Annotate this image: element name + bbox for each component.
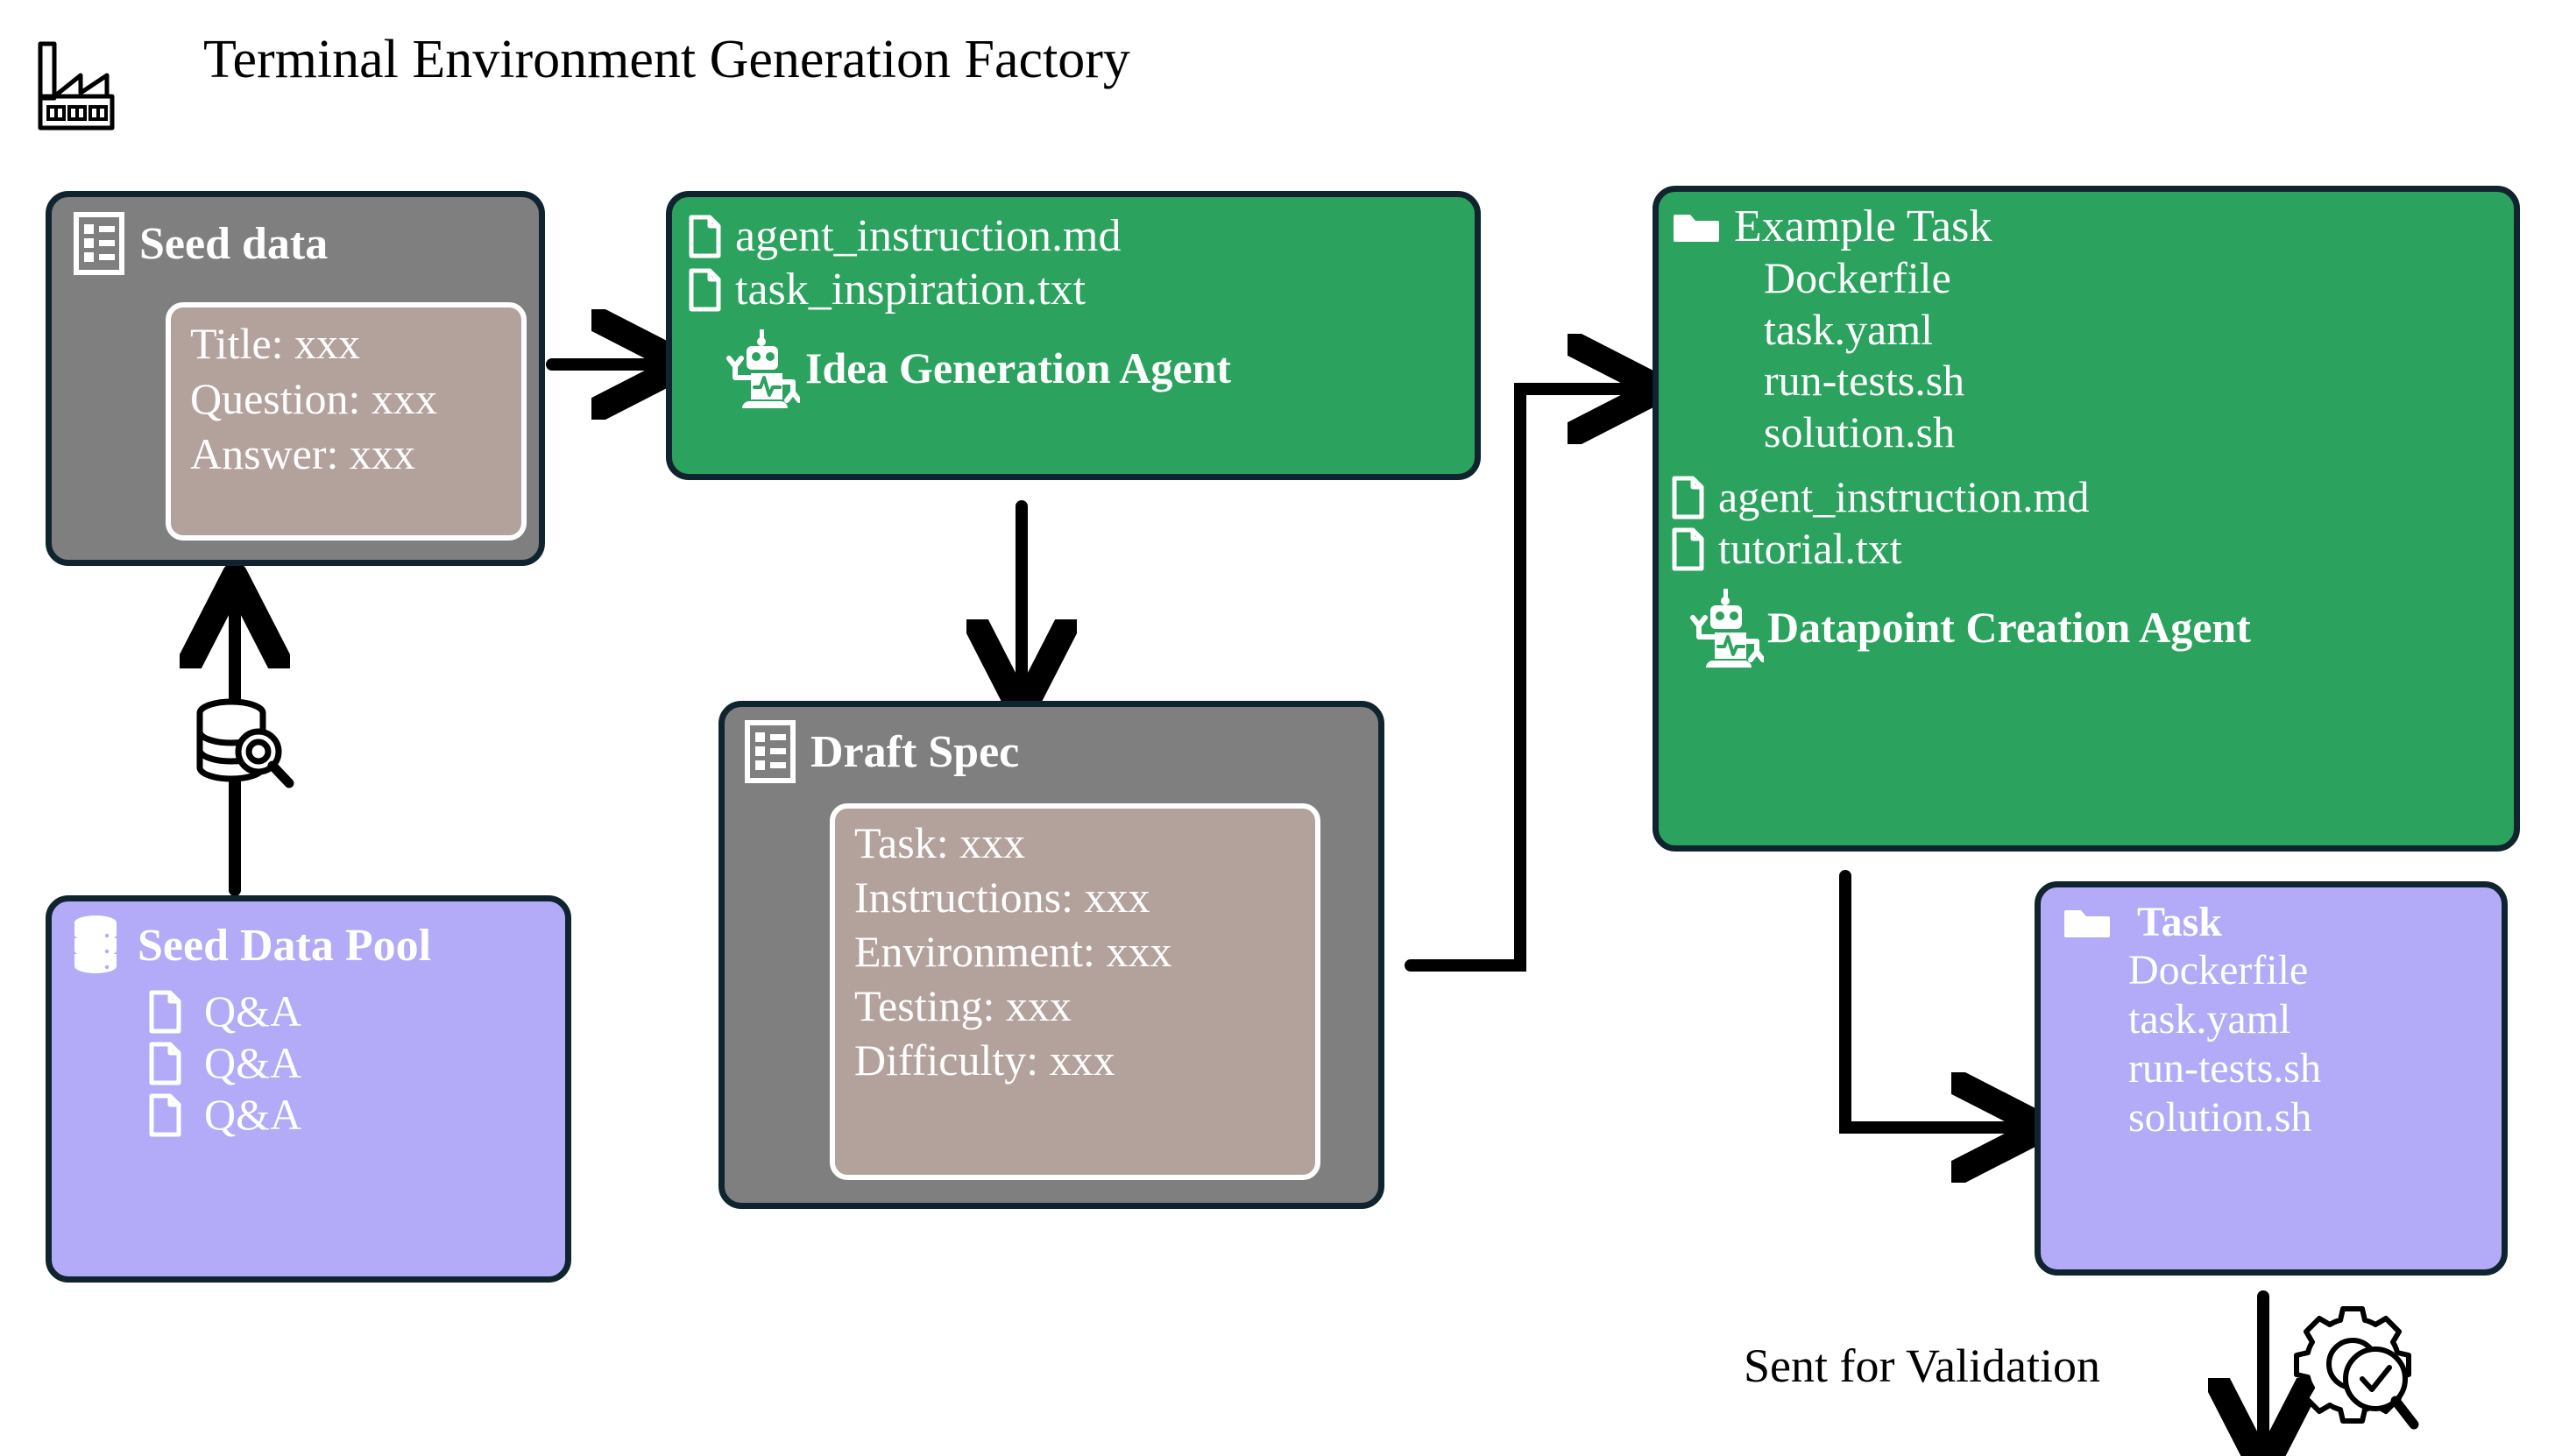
node-task[interactable]: Task Dockerfile task.yaml run-tests.sh s…	[2035, 881, 2508, 1276]
example-task-contents: Dockerfile task.yaml run-tests.sh soluti…	[1659, 252, 2514, 457]
file-icon	[148, 990, 181, 1034]
example-task-file: Dockerfile	[1764, 253, 1951, 302]
task-title: Task	[2137, 899, 2222, 945]
list-item-label: Q&A	[204, 1090, 302, 1139]
task-file: solution.sh	[2128, 1094, 2312, 1141]
file-icon	[148, 1042, 181, 1085]
list-item-label: Q&A	[204, 1038, 302, 1087]
idea-agent-label: Idea Generation Agent	[805, 343, 1232, 392]
draft-spec-title: Draft Spec	[810, 726, 1020, 777]
list-item: Q&A	[148, 1037, 565, 1089]
draft-spec-field: Testing: xxx	[854, 981, 1072, 1030]
example-task-file: run-tests.sh	[1764, 356, 1965, 405]
seed-data-field: Question: xxx	[190, 374, 437, 423]
task-file: Dockerfile	[2128, 947, 2309, 993]
database-icon	[71, 914, 120, 977]
datapoint-agent-label: Datapoint Creation Agent	[1767, 603, 2251, 652]
database-search-icon	[186, 689, 300, 802]
example-task-file: solution.sh	[1764, 406, 1956, 456]
folder-icon	[2063, 903, 2111, 942]
idea-agent-file-list: agent_instruction.md task_inspiration.tx…	[672, 197, 1475, 408]
node-seed-data-pool[interactable]: Seed Data Pool Q&A Q&	[46, 895, 571, 1283]
file-row: agent_instruction.md	[688, 209, 1475, 263]
task-contents: Dockerfile task.yaml run-tests.sh soluti…	[2041, 946, 2502, 1143]
robot-icon	[1688, 587, 1764, 668]
draft-spec-field: Environment: xxx	[854, 927, 1172, 976]
list-item: Q&A	[148, 1089, 565, 1141]
example-task-file-list: agent_instruction.md tutorial.txt	[1659, 457, 2514, 575]
file-label: tutorial.txt	[1718, 524, 1902, 573]
file-row: agent_instruction.md	[1671, 471, 2514, 523]
page-title: Terminal Environment Generation Factory	[203, 30, 1130, 89]
node-idea-generation-agent[interactable]: agent_instruction.md task_inspiration.tx…	[666, 191, 1481, 480]
list-item-label: Q&A	[204, 986, 302, 1035]
task-file: task.yaml	[2128, 996, 2291, 1043]
example-task-title: Example Task	[1734, 201, 1992, 251]
draft-spec-header: Draft Spec	[725, 707, 1378, 784]
file-icon	[1671, 527, 1704, 571]
file-icon	[688, 268, 721, 312]
example-task-header: Example Task	[1659, 192, 2514, 252]
validation-label: Sent for Validation	[1744, 1339, 2100, 1392]
datapoint-agent-row: Datapoint Creation Agent	[1659, 575, 2514, 668]
seed-pool-header: Seed Data Pool	[52, 901, 565, 977]
draft-spec-fields-panel: Task: xxx Instructions: xxx Environment:…	[830, 803, 1320, 1180]
file-icon	[148, 1093, 181, 1137]
clipboard-list-icon	[744, 719, 796, 784]
node-seed-data[interactable]: Seed data Title: xxx Question: xxx Answe…	[46, 191, 545, 566]
seed-pool-items: Q&A Q&A Q&A	[52, 977, 565, 1141]
file-icon	[1671, 476, 1704, 519]
draft-spec-field: Difficulty: xxx	[854, 1035, 1115, 1085]
seed-data-field: Title: xxx	[190, 319, 361, 368]
gear-check-magnifier-icon	[2292, 1304, 2424, 1435]
node-draft-spec[interactable]: Draft Spec Task: xxx Instructions: xxx E…	[718, 701, 1384, 1209]
folder-icon	[1673, 208, 1720, 246]
list-item: Q&A	[148, 986, 565, 1037]
seed-data-header: Seed data	[52, 197, 539, 276]
robot-icon	[725, 328, 800, 408]
seed-data-field: Answer: xxx	[190, 429, 415, 478]
arrow-example-task-to-task	[1839, 870, 2015, 1127]
file-label: agent_instruction.md	[735, 211, 1122, 261]
draft-spec-field: Instructions: xxx	[854, 873, 1150, 922]
seed-pool-title: Seed Data Pool	[138, 920, 432, 971]
draft-spec-field: Task: xxx	[854, 818, 1026, 867]
node-example-task[interactable]: Example Task Dockerfile task.yaml run-te…	[1653, 186, 2520, 852]
task-header: Task	[2041, 887, 2502, 946]
clipboard-list-icon	[73, 211, 125, 276]
task-file: run-tests.sh	[2128, 1045, 2321, 1092]
file-row: tutorial.txt	[1671, 523, 2514, 575]
example-task-file: task.yaml	[1764, 304, 1934, 354]
file-icon	[688, 215, 721, 258]
factory-icon	[32, 37, 119, 133]
seed-data-fields-panel: Title: xxx Question: xxx Answer: xxx	[166, 302, 527, 541]
file-label: task_inspiration.txt	[735, 265, 1086, 315]
seed-data-title: Seed data	[139, 218, 329, 269]
idea-agent-row: Idea Generation Agent	[688, 317, 1475, 408]
file-label: agent_instruction.md	[1718, 472, 2090, 521]
file-row: task_inspiration.txt	[688, 263, 1475, 316]
